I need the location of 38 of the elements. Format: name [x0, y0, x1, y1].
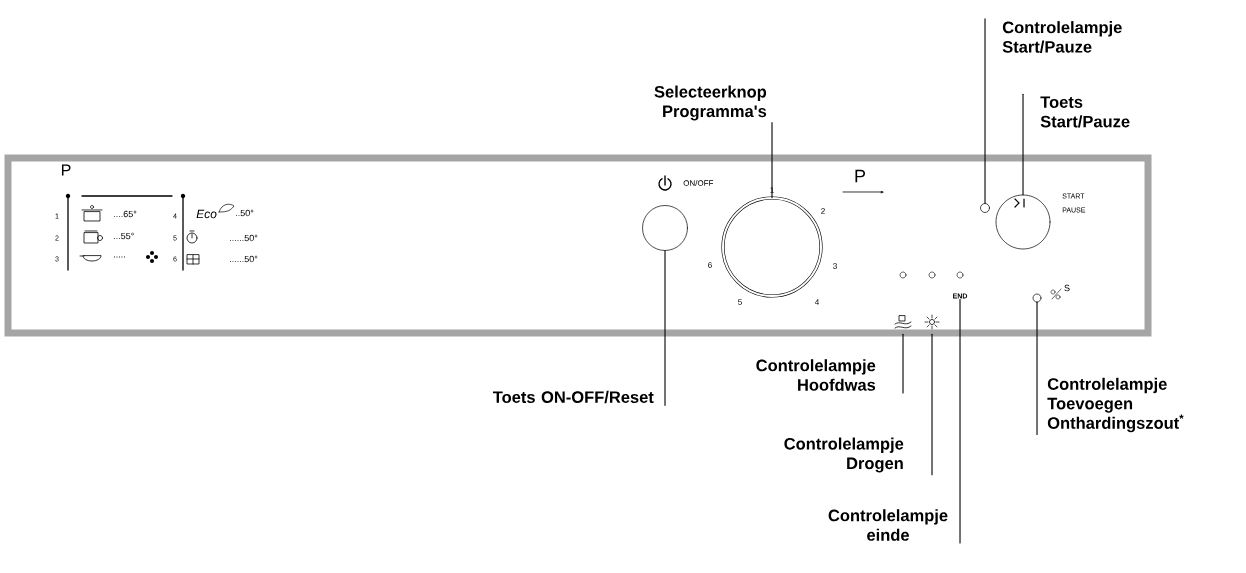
temperature-text: ...55° — [114, 232, 134, 240]
program-text: Eco — [196, 209, 217, 219]
temperature-text: ....65° — [114, 210, 137, 218]
leader-line — [902, 333, 904, 394]
leader-line — [1022, 93, 1024, 196]
wash-icon — [894, 315, 912, 329]
dial-number: 2 — [821, 208, 825, 214]
callout-text: Controlelampje Hoofdwas — [756, 359, 876, 391]
callout-text: Controlelampje Toevoegen Onthardingszout$^{*}$ — [1047, 377, 1184, 433]
callout-text: Controlelampje einde — [828, 509, 948, 541]
dial-number: 1 — [770, 187, 774, 193]
callout-text: Controlelampje Drogen — [784, 437, 904, 473]
leader-line — [1036, 301, 1038, 435]
indicator-lamp — [1032, 293, 1042, 303]
salt-label: S — [1064, 284, 1070, 292]
leader-line — [771, 122, 773, 199]
start-pause-button — [995, 194, 1051, 250]
on-off-button — [642, 205, 688, 251]
button-label: ON/OFF — [683, 180, 714, 186]
callout-text: Controlelampje Start/Pauze — [1002, 21, 1122, 53]
callout-text: Toets Start/Pauze — [1040, 96, 1130, 128]
leader-line — [984, 18, 986, 204]
sun-icon — [929, 319, 935, 325]
dial-number: 6 — [708, 262, 712, 268]
leader-line — [664, 250, 666, 406]
leader-line — [931, 333, 933, 476]
program-letter: P — [62, 164, 71, 176]
callout-text: Toets ON-OFF/Reset — [492, 390, 654, 404]
selector-knob — [721, 196, 823, 298]
leader-line — [959, 299, 961, 544]
temperature-text: ..50° — [236, 209, 254, 217]
indicator-lamp — [980, 203, 990, 213]
temperature-text: ......50° — [230, 234, 258, 242]
dots-text: ..... — [114, 256, 125, 258]
temperature-text: ......50° — [230, 255, 258, 263]
dial-number: 3 — [833, 263, 837, 269]
callout-text: Selecteerknop Programma's — [654, 85, 767, 121]
program-letter: P — [855, 169, 866, 183]
